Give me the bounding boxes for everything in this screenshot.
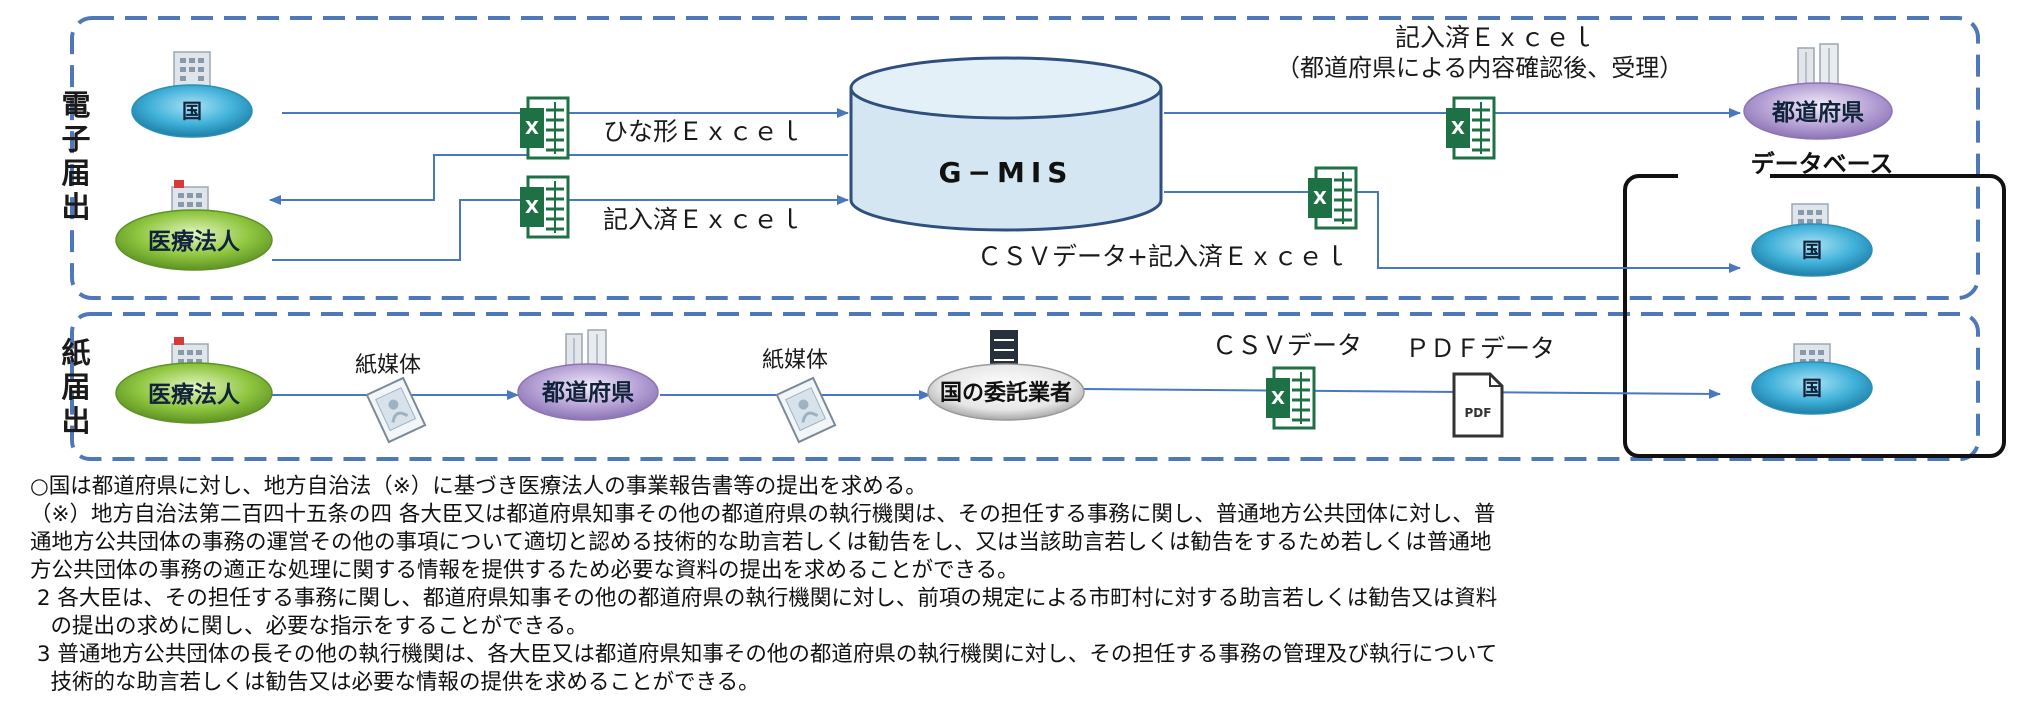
note-line: 技術的な助言若しくは勧告又は必要な情報の提供を求めることができる。 [30, 670, 760, 695]
kuni-db-label: 国 [1802, 238, 1822, 262]
edge-label-csv-data: ＣＳＶデータ [1212, 331, 1362, 360]
arrow-gmis-to-kuni-db [1164, 191, 1741, 273]
pdf-icon: PDF [1452, 372, 1504, 438]
note-line: 2 各大臣は、その担任する事務に関し、都道府県知事その他の都道府県の執行機関に対… [30, 586, 1498, 611]
todofuken-top-label: 都道府県 [1771, 99, 1864, 126]
iryo-hojin-bottom-label: 医療法人 [148, 381, 241, 408]
electronic-section-frame [70, 16, 1980, 300]
paper-document-icon [775, 376, 837, 444]
todofuken-bottom-label: 都道府県 [541, 379, 634, 406]
svg-text:X: X [525, 197, 539, 218]
arrow-itaku-to-kuni [1081, 388, 1721, 399]
database-label: データベース [1751, 150, 1894, 178]
excel-letters: X X X X X [525, 118, 1465, 409]
note-line: （※）地方自治法第二百四十五条の四 各大臣又は都道府県知事その他の都道府県の執行… [30, 502, 1496, 527]
edge-label-paper-media-2: 紙媒体 [762, 348, 828, 373]
note-line: ○国は都道府県に対し、地方自治法（※）に基づき医療法人の事業報告書等の提出を求め… [30, 474, 927, 499]
arrow-gmis-to-iryo [269, 154, 848, 205]
itaku-node: 国の委託業者 [927, 330, 1085, 421]
svg-text:X: X [1313, 188, 1327, 209]
electronic-section-label: 電子届出 [58, 88, 94, 224]
todofuken-bottom-node: 都道府県 [517, 329, 659, 421]
svg-text:X: X [1451, 118, 1465, 139]
edge-label-filled-excel-top: 記入済Ｅｘｃｅｌ [1395, 23, 1595, 52]
edge-label-csv-excel: ＣＳＶデータ+記入済Ｅｘｃｅｌ [977, 242, 1348, 271]
electronic-section-label-text: 電子届出 [61, 88, 91, 224]
note-line: 方公共団体の事務の適正な処理に関する情報を提供するため必要な資料の提出を求めるこ… [30, 558, 1019, 583]
kuni-bottom-node: 国 [1751, 343, 1873, 415]
building-icon [173, 51, 211, 87]
kuni-top-node: 国 [131, 51, 253, 138]
svg-text:X: X [1271, 388, 1285, 409]
iryo-hojin-top-label: 医療法人 [148, 228, 241, 255]
note-line: 3 普通地方公共団体の長その他の執行機関は、各大臣又は都道府県知事その他の都道府… [30, 642, 1498, 667]
edge-label-paper-media-1: 紙媒体 [355, 353, 421, 378]
paper-document-icon [365, 376, 427, 444]
edge-label-template-excel: ひな形Ｅｘｃｅｌ [603, 117, 803, 146]
kuni-db-node: 国 [1751, 203, 1873, 277]
svg-text:X: X [525, 118, 539, 139]
edge-label-pdf-data: ＰＤＦデータ [1405, 334, 1555, 363]
notes-block: ○国は都道府県に対し、地方自治法（※）に基づき医療法人の事業報告書等の提出を求め… [30, 473, 1800, 697]
note-line: 通地方公共団体の事務の運営その他の事項について適切と認める技術的な助言若しくは勧… [30, 530, 1492, 555]
edge-label-filled-excel: 記入済Ｅｘｃｅｌ [603, 205, 803, 234]
iryo-hojin-top-node: 医療法人 [115, 180, 273, 271]
svg-text:PDF: PDF [1465, 406, 1492, 420]
gmis-database [849, 56, 1163, 232]
paper-section-label-text: 紙届出 [61, 336, 91, 438]
iryo-hojin-bottom-node: 医療法人 [115, 337, 273, 424]
todofuken-top-node: 都道府県 [1743, 43, 1893, 140]
paper-section-label: 紙届出 [58, 336, 94, 438]
kuni-bottom-label: 国 [1802, 376, 1822, 400]
paper-section-frame [70, 312, 1980, 461]
note-line: の提出の求めに関し、必要な指示をすることができる。 [30, 614, 588, 639]
kuni-highlight-frame [1623, 174, 2006, 458]
itaku-label: 国の委託業者 [940, 380, 1072, 406]
kuni-top-label: 国 [182, 99, 202, 123]
gmis-label: G−MIS [939, 156, 1074, 189]
arrow-iryo-to-gmis [272, 195, 849, 261]
edge-label-filled-excel-note: （都道府県による内容確認後、受理） [1276, 54, 1683, 82]
